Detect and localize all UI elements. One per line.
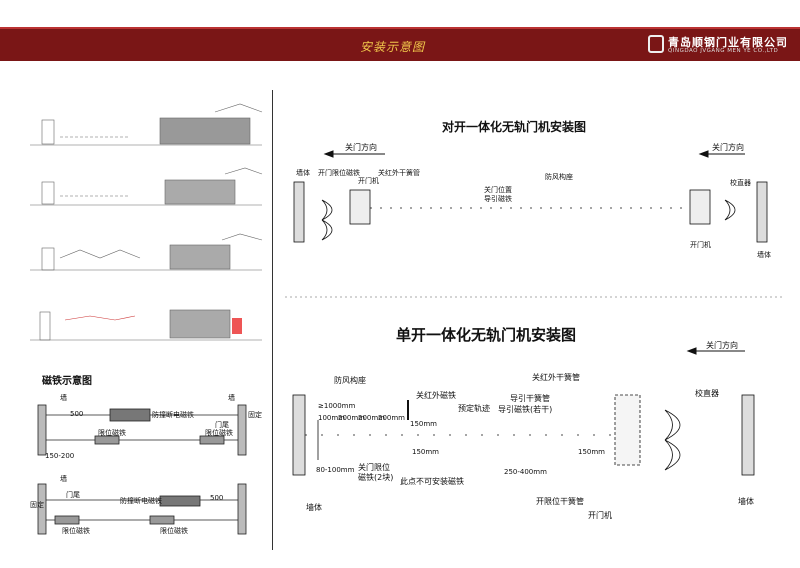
double-ir: 关红外干簧管 bbox=[378, 169, 420, 177]
single-dim-2: 200mm bbox=[338, 414, 365, 422]
magnet-tail: 门尾 bbox=[215, 421, 229, 429]
single-close-limit-2: 磁铁(2块) bbox=[358, 473, 394, 482]
thumbnail-3 bbox=[30, 233, 263, 271]
single-wall-right: 墙体 bbox=[738, 497, 754, 506]
magnet-tail-bottom: 门尾 bbox=[66, 491, 80, 499]
double-arrows bbox=[323, 150, 745, 158]
single-ir-magnet: 关红外磁铁 bbox=[416, 391, 456, 400]
single-title: 单开一体化无轨门机安装图 bbox=[396, 326, 577, 344]
magnet-bot-dim: 500 bbox=[210, 494, 224, 502]
double-close-pos: 关门位置 bbox=[484, 186, 512, 194]
magnet-bot-limit-right: 限位磁铁 bbox=[160, 527, 188, 535]
double-open-limit: 开门限位磁铁 bbox=[318, 169, 360, 177]
single-close-limit: 关门限位 bbox=[358, 463, 390, 472]
company-name-en: QINGDAO JVGANG MEN YE CO.,LTD bbox=[668, 48, 779, 54]
single-dim-7: 250-400mm bbox=[504, 468, 547, 476]
magnet-fixed: 固定 bbox=[248, 411, 262, 419]
company-name-cn: 青岛顺钢门业有限公司 bbox=[668, 36, 788, 49]
magnet-top-dim2: 150-200 bbox=[45, 452, 75, 460]
magnet-fixed-bottom: 固定 bbox=[30, 501, 44, 509]
single-dim-5: 150mm bbox=[410, 420, 437, 428]
single-arrow bbox=[686, 347, 745, 355]
magnet-bot-limit-left: 限位磁铁 bbox=[62, 527, 90, 535]
double-anti-wind: 防风构座 bbox=[545, 173, 573, 181]
double-title: 对开一体化无轨门机安装图 bbox=[442, 120, 587, 134]
magnet-bot-anti: 防撞断电磁铁 bbox=[120, 497, 162, 505]
double-dir-left: 关门方向 bbox=[345, 143, 377, 152]
magnet-wall-right: 墙 bbox=[228, 394, 235, 402]
double-corrector: 校直器 bbox=[730, 179, 751, 187]
single-guide-reed: 导引干簧管 bbox=[510, 394, 550, 403]
magnet-wall-left: 墙 bbox=[60, 394, 67, 402]
magnet-diagram bbox=[37, 404, 247, 535]
single-corrector: 校直器 bbox=[695, 389, 719, 398]
single-pre-track: 预定轨迹 bbox=[458, 404, 490, 413]
double-wall-left: 墙体 bbox=[296, 169, 310, 177]
magnet-top-limit-right: 限位磁铁 bbox=[205, 429, 233, 437]
magnet-top-dim: 500 bbox=[70, 410, 84, 418]
double-machine-right: 开门机 bbox=[690, 241, 711, 249]
single-dim-4: 200mm bbox=[378, 414, 405, 422]
double-guide: 导引磁铁 bbox=[484, 195, 512, 203]
page-title: 安装示意图 bbox=[360, 40, 426, 54]
single-no-magnet: 此点不可安装磁铁 bbox=[400, 477, 464, 486]
single-diagram bbox=[292, 394, 755, 476]
thumbnail-2 bbox=[30, 167, 263, 206]
single-dim-1: 100mm bbox=[318, 414, 345, 422]
single-dim-9: 80-100mm bbox=[316, 466, 355, 474]
single-dim-3: 200mm bbox=[358, 414, 385, 422]
single-dim-6: 150mm bbox=[412, 448, 439, 456]
single-ir-reed: 关红外干簧管 bbox=[532, 373, 580, 382]
double-machine: 开门机 bbox=[358, 177, 379, 185]
thumbnail-4 bbox=[30, 309, 262, 341]
double-wall-right: 墙体 bbox=[757, 251, 771, 259]
single-open-reed: 开限位干簧管 bbox=[536, 497, 584, 506]
thumbnail-1 bbox=[30, 103, 263, 146]
single-dim-8: 150mm bbox=[578, 448, 605, 456]
single-guide-magnet: 导引磁铁(若干) bbox=[498, 405, 553, 414]
double-diagram bbox=[293, 181, 768, 243]
single-anti-wind: 防风构座 bbox=[334, 376, 366, 385]
double-dir-right: 关门方向 bbox=[712, 143, 744, 152]
single-wall-left: 墙体 bbox=[306, 503, 322, 512]
single-machine: 开门机 bbox=[588, 511, 612, 520]
single-dir: 关门方向 bbox=[706, 341, 738, 350]
magnet-wall-bottom: 墙 bbox=[60, 475, 67, 483]
magnet-top-limit-left: 限位磁铁 bbox=[98, 429, 126, 437]
magnet-title: 磁铁示意图 bbox=[42, 376, 92, 387]
single-ge-1000: ≥1000mm bbox=[318, 402, 356, 410]
magnet-top-anti: 防撞断电磁铁 bbox=[152, 411, 194, 419]
panel-divider bbox=[272, 90, 273, 550]
header-banner: 安装示意图 青岛顺钢门业有限公司 QINGDAO JVGANG MEN YE C… bbox=[0, 27, 800, 61]
company-logo-icon bbox=[648, 35, 664, 53]
